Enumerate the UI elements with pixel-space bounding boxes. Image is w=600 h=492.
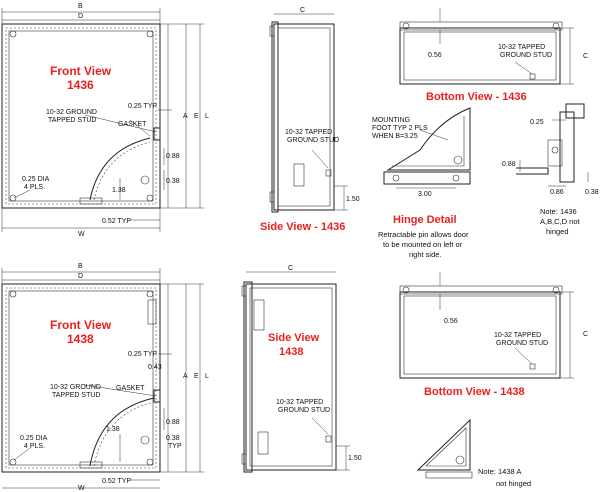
side-1436-c-label: C <box>300 7 305 14</box>
hinge-dim-088: 0.88 <box>502 161 516 168</box>
dim-038typ-label-2: TYP <box>168 443 182 450</box>
bottom-1438-c-label: C <box>583 331 588 338</box>
front-view-1438-number: 1438 <box>67 332 94 346</box>
hinge-dim-086: 0.86 <box>550 189 564 196</box>
note-1436-line1: Note: 1436 <box>540 207 577 216</box>
dia-label-1438-1: 0.25 DIA <box>20 435 48 442</box>
side-1438-dim-150: 1.50 <box>348 455 362 462</box>
hinge-note-1: Retractable pin allows door <box>378 230 469 239</box>
mount-label-2: FOOT TYP 2 PLS <box>372 125 428 132</box>
side-1436-tapped-1: 10-32 TAPPED <box>285 129 332 136</box>
bottom-1438-tapped-1: 10-32 TAPPED <box>494 332 541 339</box>
dim-138-label: 1.38 <box>112 187 126 194</box>
bottom-view-1438 <box>399 272 574 379</box>
dim-d-label: D <box>78 13 83 20</box>
dim-w-label: W <box>78 231 85 238</box>
side-1438-c-label: C <box>288 265 293 272</box>
dim-e-label-1438: E <box>194 373 199 380</box>
dim-088-label: 0.88 <box>166 153 180 160</box>
hinge-detail-title: Hinge Detail <box>393 214 457 226</box>
note-1436-line3: hinged <box>546 227 569 236</box>
gasket-label: GASKET <box>118 121 147 128</box>
mount-label-3: WHEN B=3.25 <box>372 133 418 140</box>
ground-stud-label-1: 10-32 GROUND <box>46 109 97 116</box>
bottom-1436-tapped-2: GROUND STUD <box>500 52 552 59</box>
side-1436-dim-150: 1.50 <box>346 196 360 203</box>
typ-025-label-1438: 0.25 TYP <box>128 351 157 358</box>
front-view-1438 <box>1 268 204 489</box>
bottom-view-1436-title: Bottom View - 1436 <box>426 91 527 103</box>
corner-bracket-1438 <box>416 418 473 479</box>
dim-w-label-1438: W <box>78 485 85 492</box>
dim-b-label: B <box>78 3 83 10</box>
typ-052-label: 0.52 TYP <box>102 218 131 225</box>
bottom-1438-dim-056: 0.56 <box>444 318 458 325</box>
front-view-1438-title: Front View <box>50 318 112 332</box>
front-view-1436-title: Front View <box>50 64 112 78</box>
hinge-section <box>516 103 589 187</box>
dim-a-label-1438: A <box>183 373 188 380</box>
side-view-1438-title: Side View <box>268 332 320 344</box>
side-view-1438-number: 1438 <box>279 346 303 358</box>
dia-label-1438-2: 4 PLS. <box>24 443 45 450</box>
bottom-view-1438-title: Bottom View - 1438 <box>424 386 525 398</box>
front-view-1436 <box>1 8 204 232</box>
mount-label-1: MOUNTING <box>372 117 410 124</box>
gasket-label-1438: GASKET <box>116 385 145 392</box>
hinge-detail <box>383 107 471 189</box>
bottom-1438-tapped-2: GROUND STUD <box>496 340 548 347</box>
side-1438-tapped-1: 10-32 TAPPED <box>276 399 323 406</box>
side-1438-tapped-2: GROUND STUD <box>278 407 330 414</box>
dim-138-label-1438: 1.38 <box>106 426 120 433</box>
bottom-1436-tapped-1: 10-32 TAPPED <box>498 44 545 51</box>
note-1436-line2: A,B,C,D not <box>540 217 581 226</box>
dim-l-label: L <box>205 113 209 120</box>
typ-052-label-1438: 0.52 TYP <box>102 478 131 485</box>
dim-e-label: E <box>194 113 199 120</box>
front-view-1436-number: 1436 <box>67 78 94 92</box>
side-view-1436 <box>269 13 348 213</box>
dia-label-2: 4 PLS. <box>24 184 45 191</box>
bottom-1436-dim-056: 0.56 <box>428 52 442 59</box>
dim-a-label: A <box>183 113 188 120</box>
note-1438-line1: Note: 1438 A <box>478 467 521 476</box>
hinge-dim-038: 0.38 <box>585 189 599 196</box>
dim-l-label-1438: L <box>205 373 209 380</box>
bottom-1436-c-label: C <box>583 53 588 60</box>
dim-038typ-label-1: 0.38 <box>166 435 180 442</box>
side-view-1438 <box>241 271 350 473</box>
side-1436-tapped-2: GROUND STUD <box>287 137 339 144</box>
side-view-1436-title: Side View - 1436 <box>260 221 345 233</box>
bottom-view-1436 <box>399 8 574 85</box>
note-1438-line2: not hinged <box>496 479 531 488</box>
hinge-note-3: right side. <box>409 250 442 259</box>
dia-label-1: 0.25 DIA <box>22 176 50 183</box>
dim-d-label-1438: D <box>78 273 83 280</box>
dim-b-label-1438: B <box>78 263 83 270</box>
dim-088-label-1438: 0.88 <box>166 419 180 426</box>
dim-038-label: 0.38 <box>166 178 180 185</box>
dim-043-label: 0.43 <box>148 364 162 371</box>
typ-025-label: 0.25 TYP <box>128 103 157 110</box>
hinge-dim-300: 3.00 <box>418 191 432 198</box>
ground-stud-label-1438-2: TAPPED STUD <box>52 392 101 399</box>
ground-stud-label-2: TAPPED STUD <box>48 117 97 124</box>
hinge-dim-025: 0.25 <box>530 119 544 126</box>
hinge-note-2: to be mounted on left or <box>383 240 463 249</box>
ground-stud-label-1438-1: 10-32 GROUND <box>50 384 101 391</box>
